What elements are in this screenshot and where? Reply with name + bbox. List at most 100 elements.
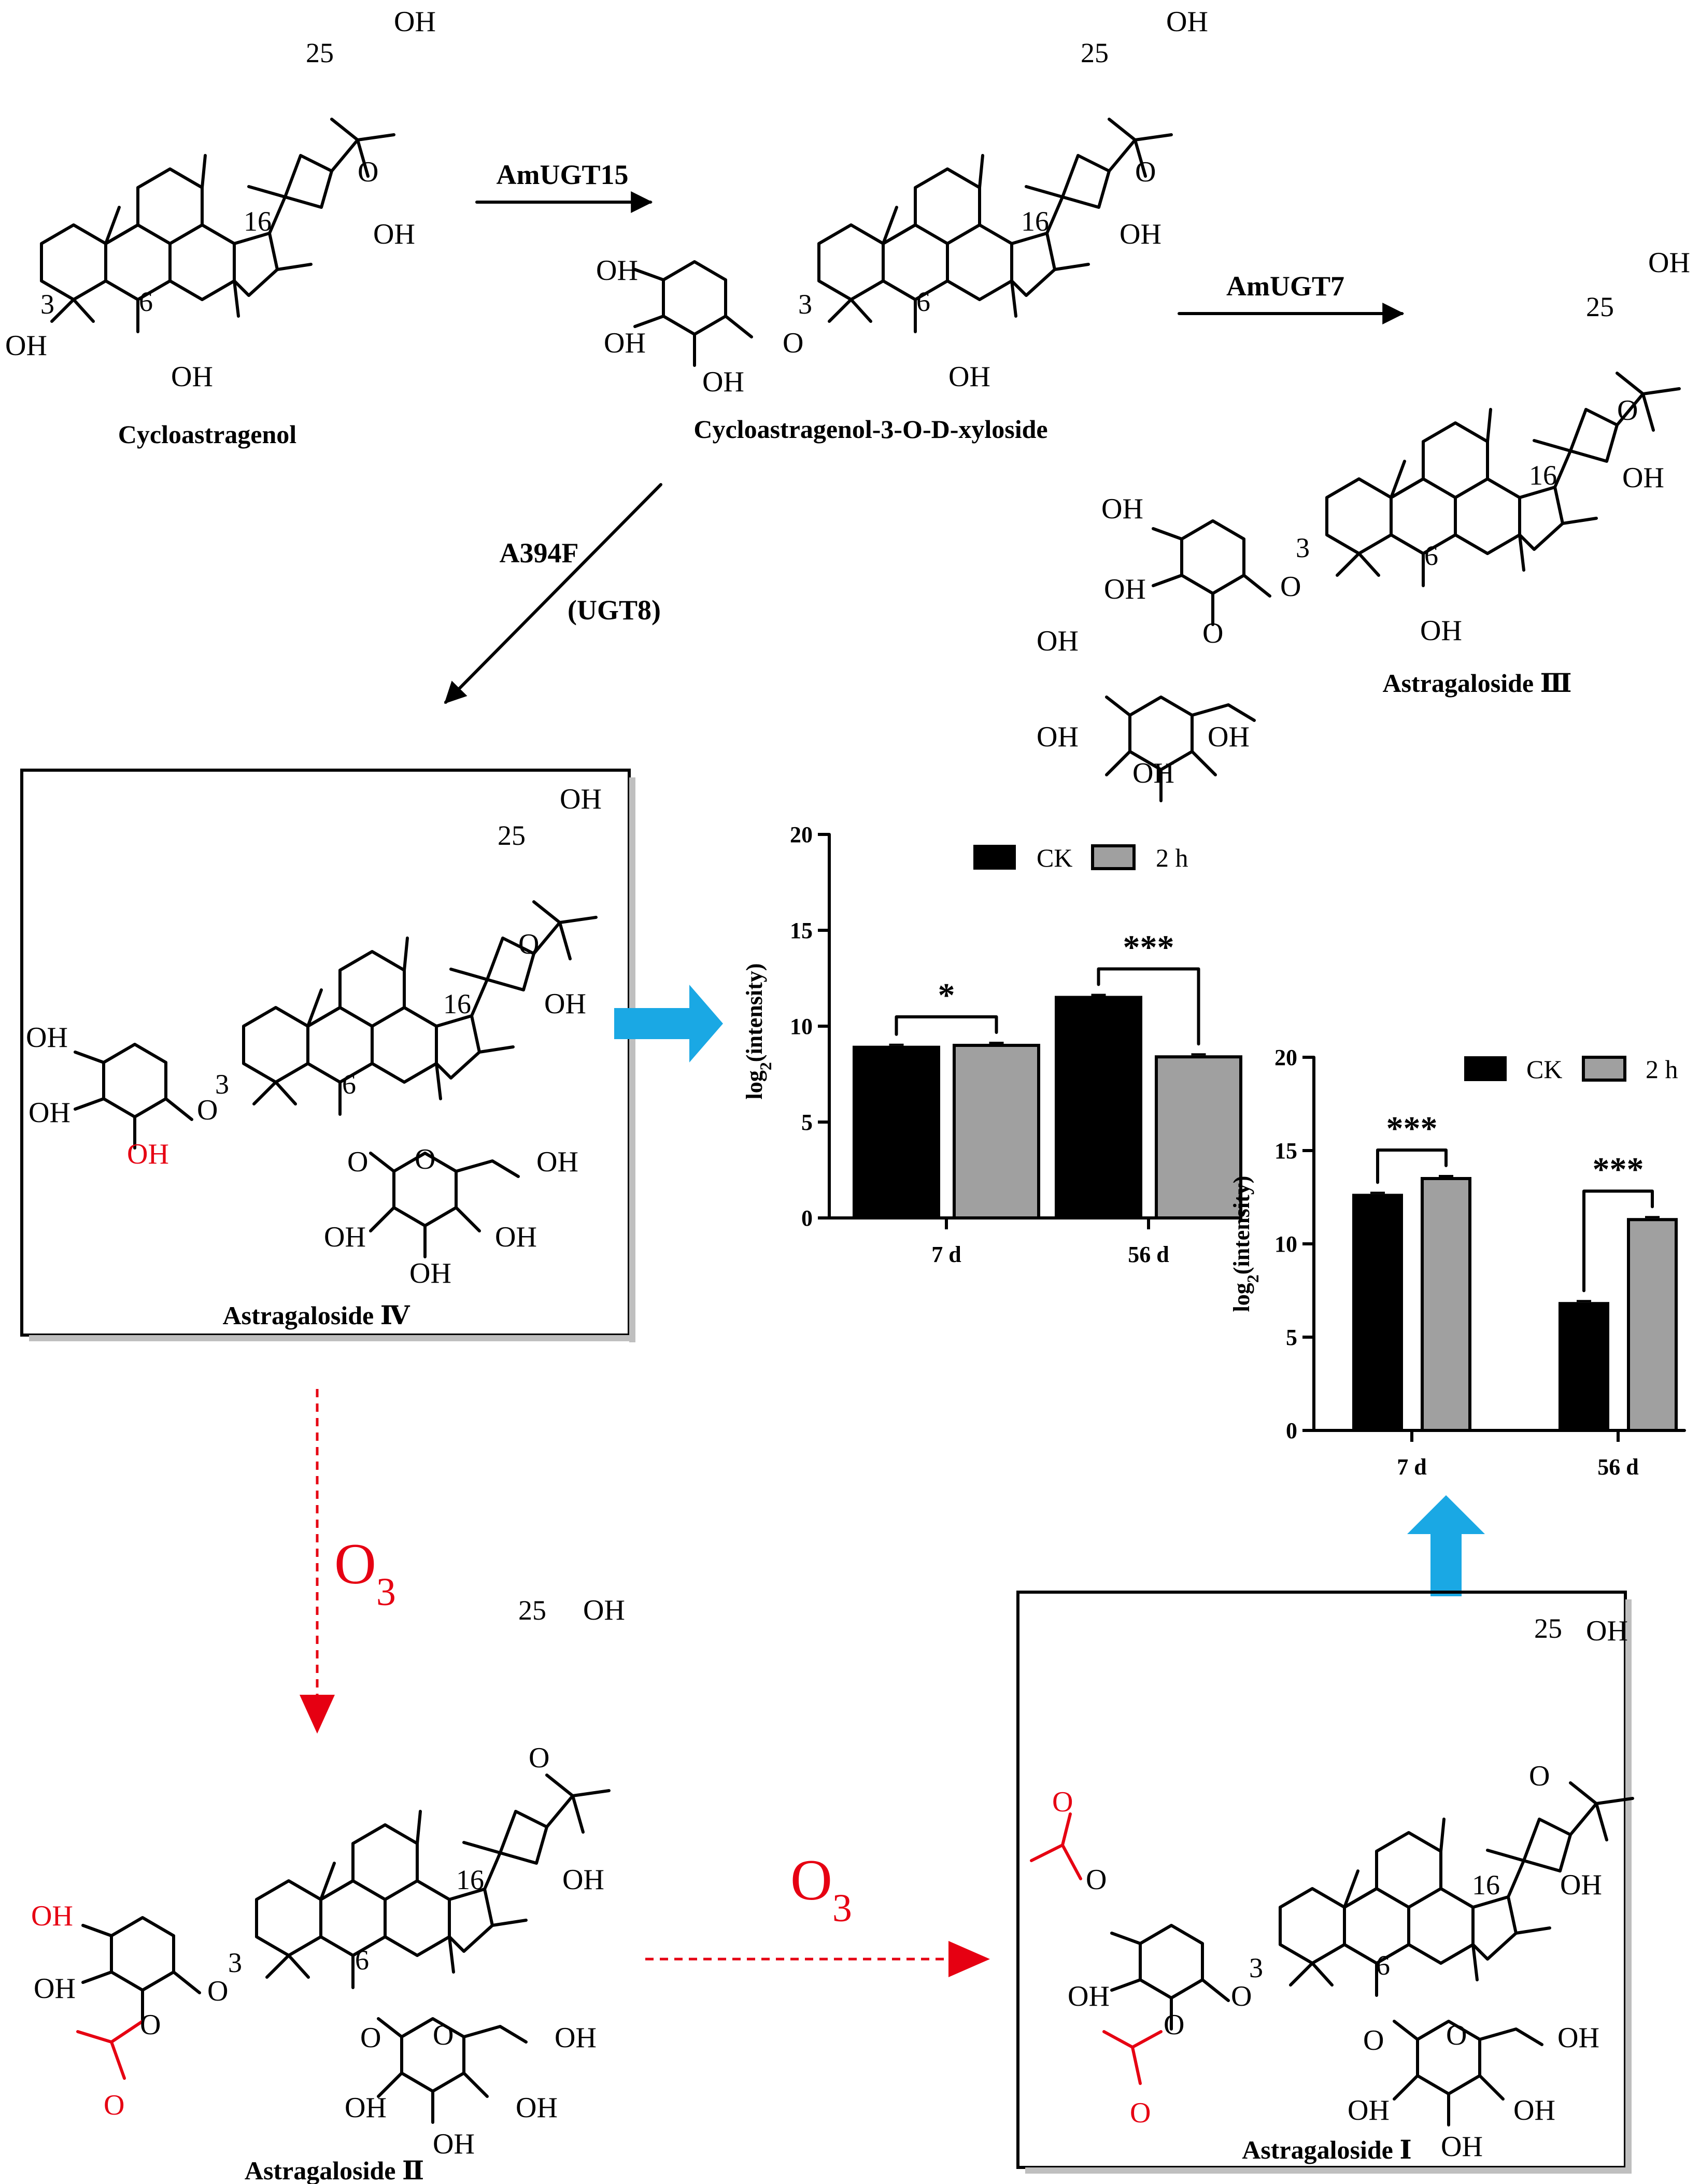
atom-label-oh: OH [604,327,646,359]
label-cycloastragenol: Cycloastragenol [118,420,296,449]
atom-label-oh: OH [1104,573,1146,605]
atom-label-oh: OH [555,2022,597,2054]
ozone-label-2: O3 [790,1848,852,1930]
cycloastragenol-structure: 3 6 16 25 OH OH OH OH O [5,6,436,393]
y-tick-label: 10 [790,1014,813,1039]
label-astragaloside-1: Astragaloside Ⅰ [1242,2135,1412,2164]
acetyl-group [1030,1812,1082,1880]
enzyme-amugt7: AmUGT7 [1226,271,1344,302]
atom-label-oh: OH [495,1221,537,1253]
atom-label-oh: OH [1166,6,1208,38]
bar-CK-0 [1352,1194,1403,1432]
chart2-legend: CK 2 h [1464,1055,1678,1084]
legend-label-2h: 2 h [1156,843,1188,872]
chart2-ylabel: log2(intensity) [1229,1176,1262,1312]
atom-label-o: O [1617,394,1638,427]
legend-swatch-2h [1582,1056,1626,1082]
atom-label-oh: OH [324,1221,366,1253]
atom-label-o: O [207,1975,228,2007]
atom-label-o: O [415,1143,435,1175]
arrow-ugt8 [444,483,662,704]
atom-label-o: O [1529,1760,1550,1792]
astragaloside-1-box [1016,1591,1627,2169]
atom-label-oh: OH [1068,1980,1110,2012]
blue-arrow-up [1407,1495,1485,1596]
y-tick-label: 20 [1274,1045,1297,1070]
atom-label-o: O [1135,156,1156,188]
atom-label-o: O [1280,571,1301,603]
atom-label-oh: OH [1348,2094,1390,2126]
label-astragaloside-2: Astragaloside Ⅱ [245,2156,424,2184]
label-astragaloside-4: Astragaloside Ⅳ [223,1301,410,1330]
atom-label-oh: OH [1560,1869,1602,1901]
atom-label-oh: OH [560,783,602,815]
atom-label-o-red: O [1052,1786,1073,1818]
atom-label-oh: OH [1622,462,1664,494]
x-tick-label: 7 d [931,1242,961,1267]
ozone-arrowhead-down [300,1695,335,1734]
atom-label-oh: OH [1208,721,1250,753]
atom-label-oh: OH [1648,247,1690,279]
atom-label-o: O [1446,2019,1467,2051]
acetyl-group [76,2020,144,2080]
atom-label-c16: 16 [1021,206,1049,237]
atom-label-oh: OH [34,1973,76,2005]
atom-label-oh: OH [1037,625,1079,657]
atom-label-c6: 6 [1376,1950,1390,1981]
enzyme-ugt8: (UGT8) [568,594,661,626]
enzyme-amugt15: AmUGT15 [497,159,629,190]
astragaloside-3-structure: 3 6 16 25 OH OH O O OH OH OH OH OH OH OH… [1037,247,1690,801]
bar-CK-0 [853,1045,940,1219]
atom-label-o: O [1231,1980,1252,2012]
atom-label-oh: OH [544,988,586,1020]
atom-label-c25: 25 [1534,1613,1562,1644]
atom-label-oh: OH [583,1594,625,1626]
legend-label-ck: CK [1037,843,1072,872]
atom-label-oh-red: OH [31,1900,73,1932]
atom-label-oh: OH [345,2092,387,2124]
atom-label-c6: 6 [139,286,153,317]
y-tick-label: 20 [790,822,813,847]
atom-label-o-red: O [1130,2097,1151,2129]
atom-label-o: O [518,928,539,960]
atom-label-o: O [197,1094,218,1126]
atom-label-oh: OH [1132,757,1174,789]
significance-label: * [938,976,955,1014]
bar-2h-0 [953,1044,1040,1219]
atom-label-c16: 16 [456,1864,484,1895]
box-shadow [1025,2167,1632,2174]
chart1-legend: CK 2 h [973,843,1188,872]
atom-label-o: O [783,327,803,359]
atom-label-oh: OH [516,2092,558,2124]
atom-label-oh: OH [433,2128,475,2160]
atom-label-oh: OH [29,1097,70,1129]
atom-label-oh: OH [1441,2131,1483,2163]
legend-label-ck: CK [1526,1055,1562,1084]
xyloside-structure: 3 6 16 25 OH OH OH O OH OH OH O [596,6,1208,398]
atom-label-o: O [1164,2009,1184,2041]
atom-label-o: O [433,2019,454,2051]
box-shadow [1625,1599,1632,2174]
astragaloside-1-structure: 3 6 16 25 O O OH O O O O O OH OH OH OH O… [1030,1613,1633,2163]
bar-2h-1 [1627,1218,1678,1432]
atom-label-o: O [1363,2024,1384,2057]
ozone-arrowhead-right [948,1941,990,1977]
atom-label-o: O [1086,1864,1107,1896]
atom-label-c16: 16 [1529,460,1557,491]
legend-label-2h: 2 h [1646,1055,1678,1084]
atom-label-oh: OH [1557,2022,1599,2054]
atom-label-c16: 16 [1472,1869,1500,1901]
bar-CK-1 [1055,996,1142,1219]
atom-label-c6: 6 [342,1069,356,1100]
label-xyloside: Cycloastragenol-3-O-D-xyloside [693,415,1047,444]
y-tick-label: 10 [1274,1231,1297,1257]
atom-label-oh: OH [394,6,436,38]
x-tick-label: 7 d [1397,1454,1426,1480]
y-tick-label: 0 [1286,1418,1297,1443]
astragaloside-4-structure: 3 6 16 25 OH OH OH O O O OH OH OH OH OH … [26,783,602,1289]
atom-label-oh: OH [1420,615,1462,647]
y-tick-label: 0 [801,1206,813,1231]
significance-bracket [1376,1148,1448,1184]
atom-label-o: O [140,2009,161,2041]
